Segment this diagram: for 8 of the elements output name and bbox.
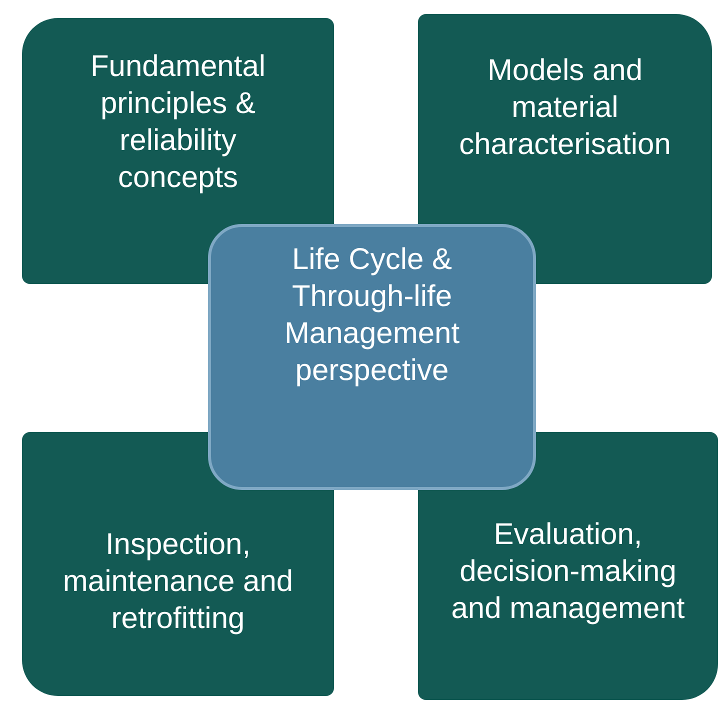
box-text: Fundamental principles & reliability concepts — [89, 49, 267, 196]
central-box — [208, 224, 536, 490]
topic-box — [418, 432, 718, 700]
box-text: Models and material characterisation — [458, 53, 672, 163]
box-text: Evaluation, decision-making and management — [450, 517, 686, 627]
box-text: Life Cycle & Through-life Management perspective — [283, 242, 461, 389]
box-text: Inspection, maintenance and retrofitting — [62, 527, 294, 637]
topic-box — [22, 432, 334, 696]
